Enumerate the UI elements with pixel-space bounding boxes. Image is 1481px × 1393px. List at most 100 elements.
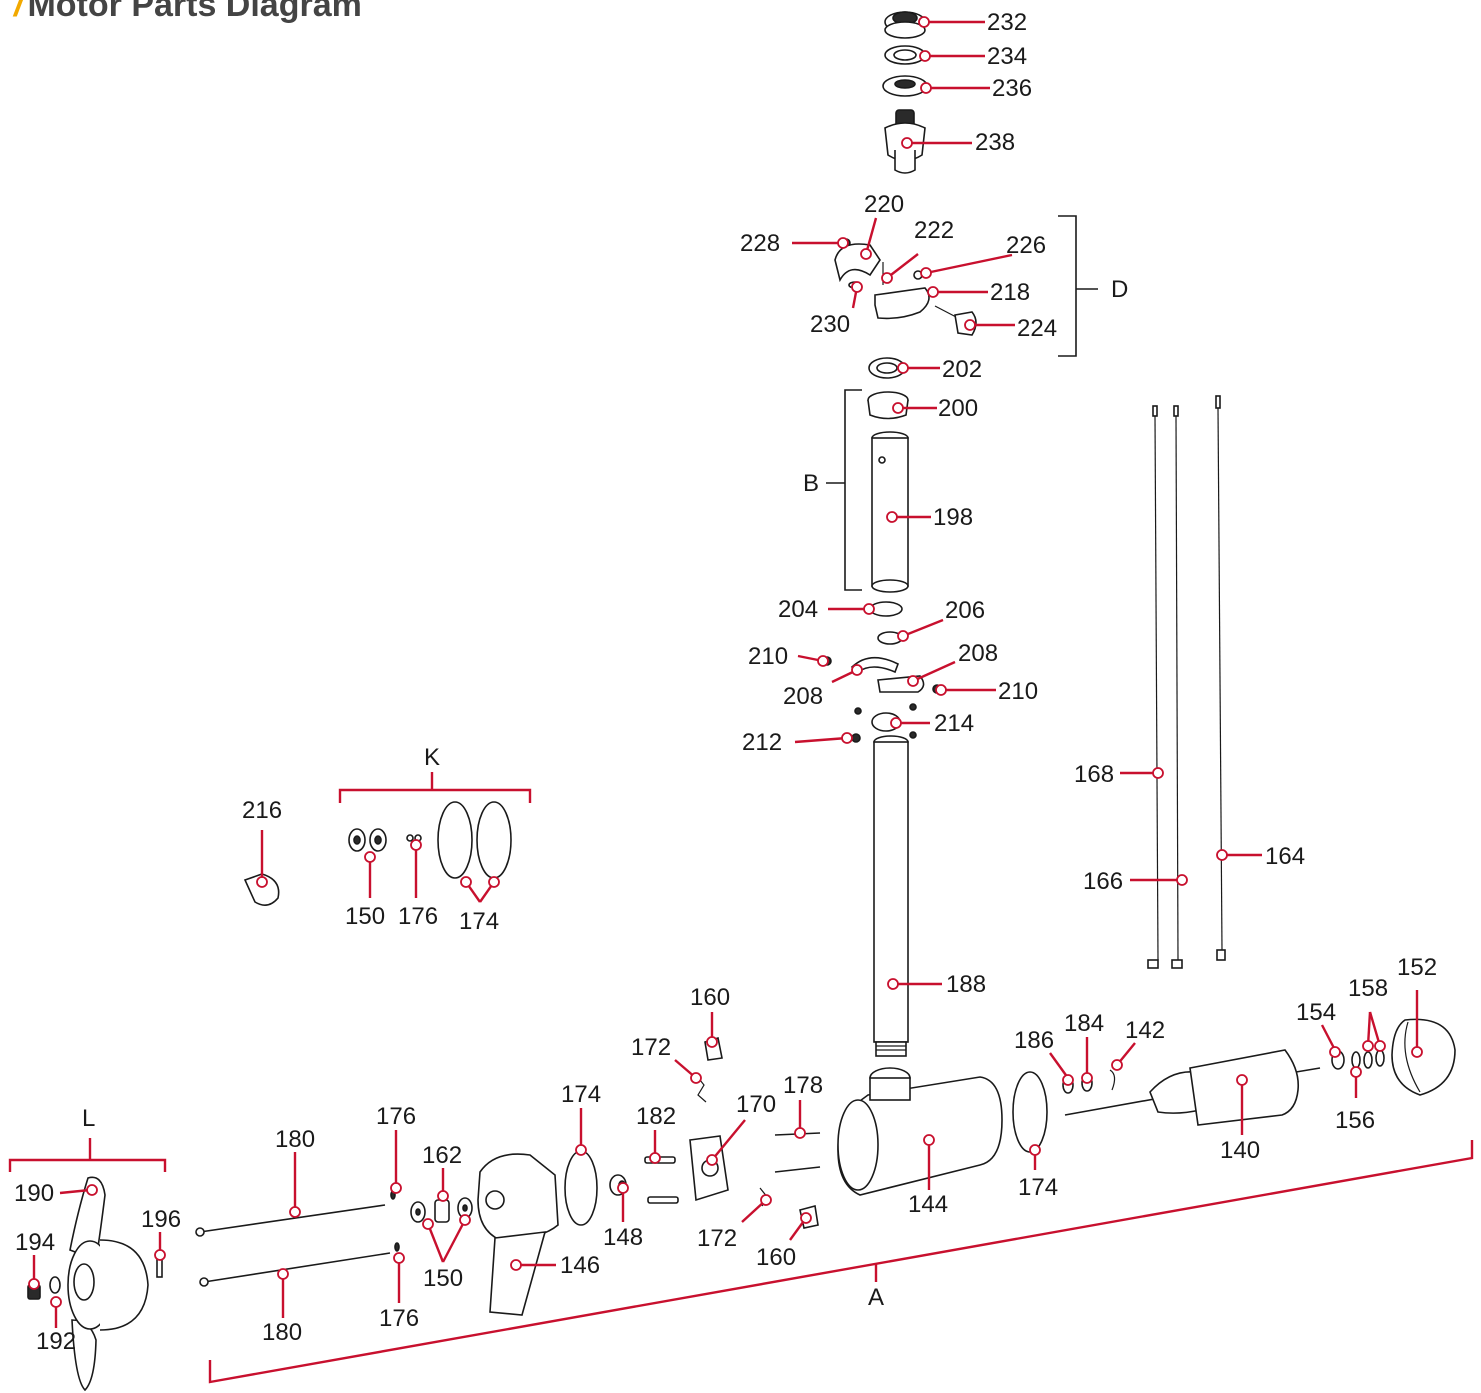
label-176-lower: 176	[379, 1305, 419, 1332]
label-232: 232	[987, 9, 1027, 36]
part-152-end-cap	[1391, 1018, 1456, 1096]
part-236-gear	[882, 75, 928, 97]
label-196: 196	[141, 1206, 181, 1233]
group-label-a: A	[868, 1284, 884, 1311]
label-188: 188	[946, 971, 986, 998]
part-156-washer	[1351, 1051, 1361, 1069]
group-label-k: K	[424, 744, 440, 771]
part-168-wire	[1147, 405, 1159, 969]
bracket-l	[8, 1158, 167, 1172]
label-170: 170	[736, 1091, 776, 1118]
part-164-wire	[1215, 395, 1226, 961]
label-192: 192	[36, 1328, 76, 1355]
label-230: 230	[810, 311, 850, 338]
part-216-clip	[243, 873, 280, 906]
label-224: 224	[1017, 315, 1057, 342]
label-184: 184	[1064, 1010, 1104, 1037]
group-label-d: D	[1111, 276, 1128, 303]
label-178: 178	[783, 1072, 823, 1099]
label-140: 140	[1220, 1137, 1260, 1164]
part-146-nosecone	[477, 1153, 559, 1316]
label-142: 142	[1125, 1017, 1165, 1044]
bracket-b	[844, 389, 862, 591]
label-164: 164	[1265, 843, 1305, 870]
label-174-k: 174	[459, 908, 499, 935]
part-190-propeller	[67, 1176, 149, 1392]
label-194: 194	[15, 1229, 55, 1256]
page-title-text: Motor Parts Diagram	[27, 0, 362, 24]
part-162-spacer	[434, 1199, 450, 1223]
part-142-clip	[1109, 1069, 1116, 1091]
label-148: 148	[603, 1224, 643, 1251]
label-154: 154	[1296, 999, 1336, 1026]
part-192-washer	[49, 1276, 61, 1294]
group-label-b: B	[803, 470, 819, 497]
label-222: 222	[914, 217, 954, 244]
label-208-left: 208	[783, 683, 823, 710]
label-214: 214	[934, 710, 974, 737]
part-174-oring-housing	[1012, 1071, 1048, 1153]
label-160-upper: 160	[690, 984, 730, 1011]
part-150-bearings-k	[348, 828, 387, 852]
label-218: 218	[990, 279, 1030, 306]
label-210-upper: 210	[748, 643, 788, 670]
label-180-lower: 180	[262, 1319, 302, 1346]
part-234-washer	[884, 45, 926, 65]
part-170-brush-plate	[689, 1135, 729, 1202]
bracket-a	[208, 1140, 1474, 1384]
part-140-armature	[1064, 1049, 1321, 1126]
part-176-rings-lower	[390, 1190, 400, 1252]
part-158-washers	[1363, 1049, 1385, 1069]
group-label-l: L	[82, 1105, 95, 1132]
bracket-k	[338, 788, 532, 803]
part-212-screw	[851, 733, 861, 743]
label-234: 234	[987, 43, 1027, 70]
part-166-wire	[1171, 405, 1183, 969]
label-206: 206	[945, 597, 985, 624]
label-186: 186	[1014, 1027, 1054, 1054]
label-158: 158	[1348, 975, 1388, 1002]
part-174-orings-k	[437, 801, 512, 879]
label-182: 182	[636, 1103, 676, 1130]
label-210-lower: 210	[998, 678, 1038, 705]
label-168: 168	[1074, 761, 1114, 788]
label-202: 202	[942, 356, 982, 383]
label-172-lower: 172	[697, 1225, 737, 1252]
bracket-d	[1058, 215, 1077, 357]
label-152: 152	[1397, 954, 1437, 981]
part-174-oring-lower	[564, 1150, 598, 1226]
part-214-collar	[854, 703, 917, 739]
part-182-pins	[644, 1156, 679, 1204]
label-200: 200	[938, 395, 978, 422]
label-228: 228	[740, 230, 780, 257]
label-160-lower: 160	[756, 1244, 796, 1271]
label-156: 156	[1335, 1107, 1375, 1134]
label-204: 204	[778, 596, 818, 623]
part-220-clamp-half	[834, 243, 881, 283]
title-mark-icon: /	[14, 0, 24, 24]
label-162: 162	[422, 1142, 462, 1169]
label-198: 198	[933, 504, 973, 531]
part-150-bearings-lower	[410, 1197, 473, 1223]
label-238: 238	[975, 129, 1015, 156]
label-172-upper: 172	[631, 1034, 671, 1061]
label-174-lower: 174	[561, 1081, 601, 1108]
label-190: 190	[14, 1180, 54, 1207]
part-208a-collar-half	[850, 656, 900, 674]
label-216: 216	[242, 797, 282, 824]
label-146: 146	[560, 1252, 600, 1279]
label-150-k: 150	[345, 903, 385, 930]
label-144: 144	[908, 1191, 948, 1218]
label-150-lower: 150	[423, 1265, 463, 1292]
label-236: 236	[992, 75, 1032, 102]
label-212: 212	[742, 729, 782, 756]
label-220: 220	[864, 191, 904, 218]
part-202-bearing	[868, 357, 906, 379]
part-144-motor-housing	[837, 1067, 1003, 1196]
part-178-screws	[774, 1132, 821, 1173]
label-174-housing: 174	[1018, 1174, 1058, 1201]
part-180-through-bolts	[195, 1204, 391, 1287]
label-176-k: 176	[398, 903, 438, 930]
part-218-clamp-half	[874, 287, 930, 320]
